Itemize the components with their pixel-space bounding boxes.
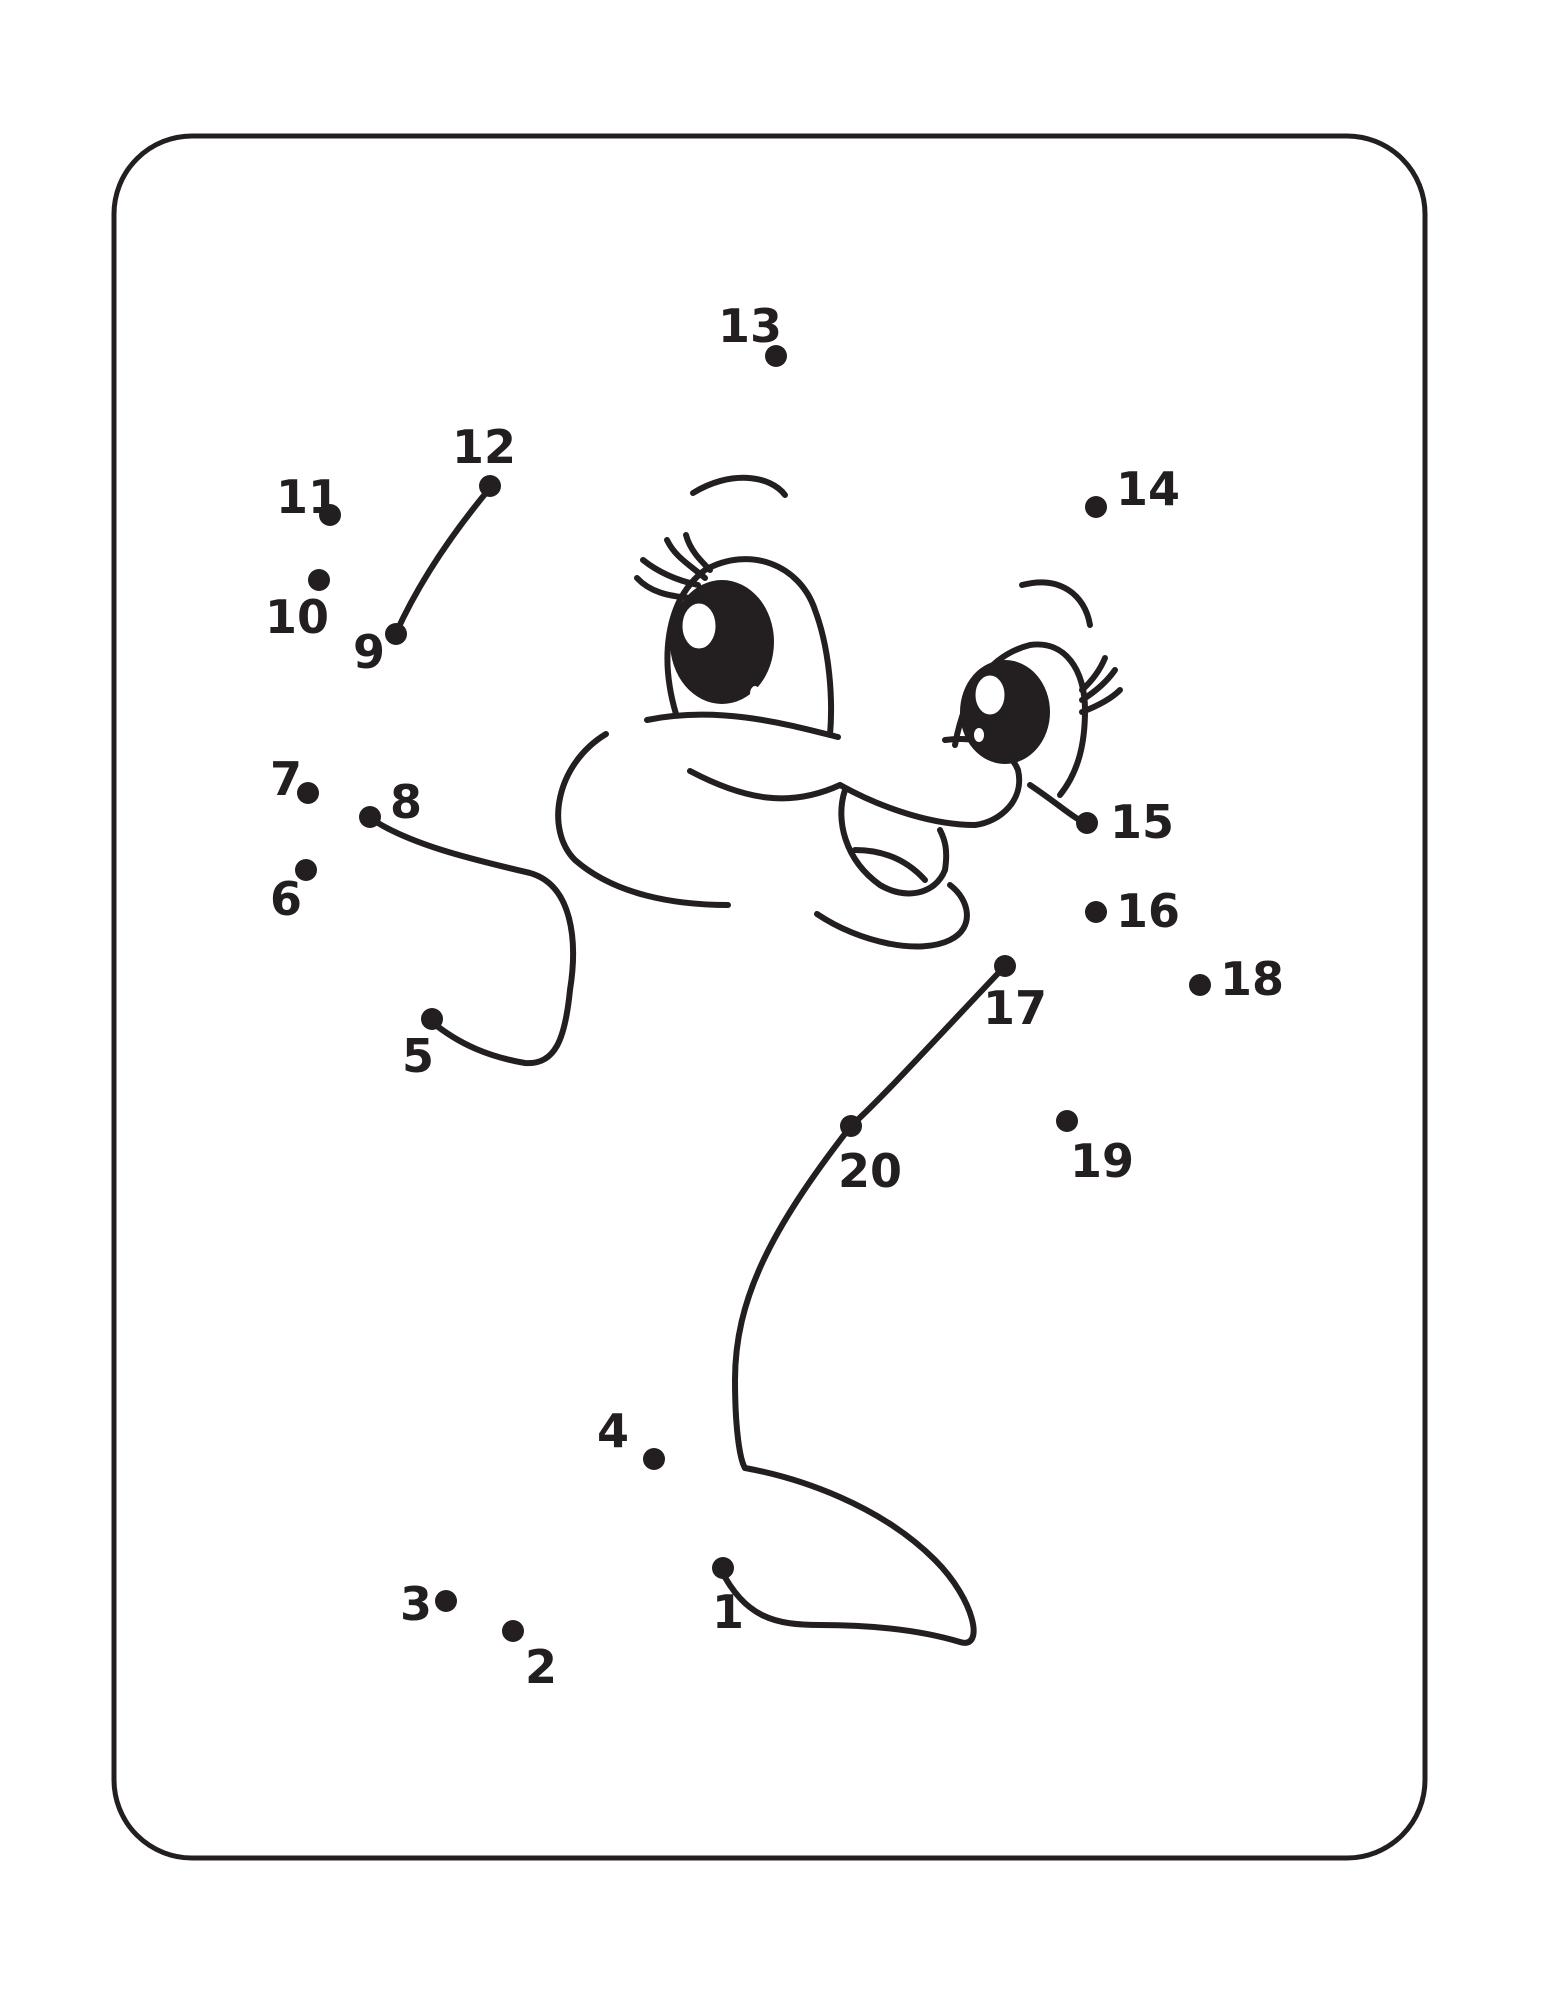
right-eye-highlight xyxy=(972,672,1008,718)
dot-label-4: 4 xyxy=(597,1404,629,1458)
dot-label-1: 1 xyxy=(712,1585,744,1639)
dot-17[interactable] xyxy=(994,955,1016,977)
left-eyebrow xyxy=(690,474,788,498)
dot-14[interactable] xyxy=(1085,496,1107,518)
dot-10[interactable] xyxy=(308,569,330,591)
dolphin-smile xyxy=(687,768,843,802)
numbered-dots: 1 2 3 4 5 6 7 8 9 10 11 12 13 14 15 16 1 xyxy=(265,299,1284,1694)
dot-18[interactable] xyxy=(1189,974,1211,996)
dolphin-flipper xyxy=(367,815,577,1067)
dot-13[interactable] xyxy=(765,345,787,367)
right-pupil xyxy=(960,660,1050,764)
left-eye-highlight-small xyxy=(750,686,760,702)
dot-label-5: 5 xyxy=(402,1029,434,1083)
dot-label-12: 12 xyxy=(452,420,516,474)
dot-label-7: 7 xyxy=(270,752,302,806)
dot-label-6: 6 xyxy=(270,872,302,926)
dot-label-16: 16 xyxy=(1116,884,1180,938)
dolphin-tail-fin xyxy=(717,1465,977,1646)
dolphin-snout-top xyxy=(644,711,841,740)
dot-4[interactable] xyxy=(643,1448,665,1470)
dot-15[interactable] xyxy=(1076,812,1098,834)
page-frame xyxy=(111,133,1428,1861)
dolphin-head-left xyxy=(555,731,731,908)
dot-label-3: 3 xyxy=(400,1577,432,1631)
dolphin-chin xyxy=(814,882,970,950)
right-eyebrow xyxy=(1019,579,1093,628)
dolphin-dorsal-fin xyxy=(393,485,493,636)
dot-11[interactable] xyxy=(319,504,341,526)
dot-7[interactable] xyxy=(297,782,319,804)
left-eye-outline xyxy=(664,556,835,738)
dot-label-20: 20 xyxy=(838,1144,902,1198)
dot-label-13: 13 xyxy=(718,299,782,353)
left-eyelashes xyxy=(634,532,713,601)
dot-label-17: 17 xyxy=(983,981,1047,1035)
dot-label-11: 11 xyxy=(276,470,340,524)
dot-3[interactable] xyxy=(435,1590,457,1612)
dot-label-19: 19 xyxy=(1070,1134,1134,1188)
dot-6[interactable] xyxy=(295,859,317,881)
right-eyelashes xyxy=(1079,655,1123,715)
dot-label-2: 2 xyxy=(525,1640,557,1694)
dot-12[interactable] xyxy=(479,475,501,497)
dolphin-tongue xyxy=(852,847,928,883)
dot-label-15: 15 xyxy=(1110,795,1174,849)
right-eye-highlight-small xyxy=(974,728,984,742)
dot-8[interactable] xyxy=(359,806,381,828)
dolphin-outline xyxy=(367,474,1123,1646)
dot-5[interactable] xyxy=(421,1008,443,1030)
dot-20[interactable] xyxy=(840,1115,862,1137)
dot-2[interactable] xyxy=(502,1620,524,1642)
dolphin-back-line xyxy=(732,963,1008,1471)
dot-label-9: 9 xyxy=(353,625,385,679)
dot-label-18: 18 xyxy=(1220,952,1284,1006)
dot-label-8: 8 xyxy=(390,775,422,829)
dolphin-mouth xyxy=(838,787,950,897)
dot-label-14: 14 xyxy=(1116,462,1180,516)
dot-16[interactable] xyxy=(1085,901,1107,923)
dot-label-10: 10 xyxy=(265,590,329,644)
dot-1[interactable] xyxy=(712,1557,734,1579)
left-eye-highlight xyxy=(679,600,719,652)
dot-9[interactable] xyxy=(385,623,407,645)
dot-19[interactable] xyxy=(1056,1110,1078,1132)
